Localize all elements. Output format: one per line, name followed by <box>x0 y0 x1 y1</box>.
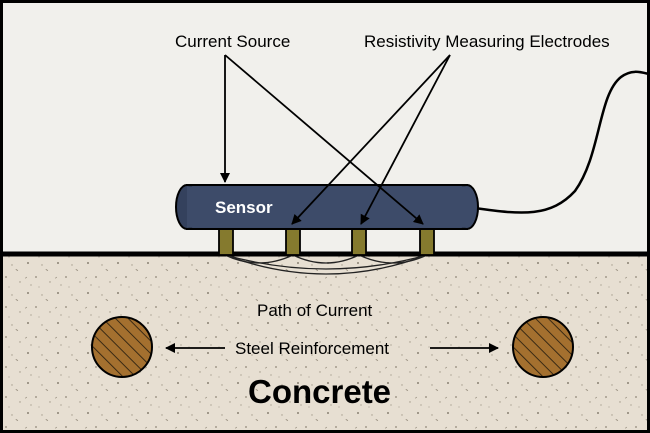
arrow-electrode-left <box>291 54 451 225</box>
path-of-current-label: Path of Current <box>257 301 373 320</box>
electrode-4 <box>419 226 435 256</box>
electrode-1 <box>218 226 234 256</box>
electrode-3 <box>351 226 367 256</box>
sensor-body <box>175 184 479 230</box>
concrete-label: Concrete <box>248 373 391 410</box>
rebar-right-icon <box>512 316 574 378</box>
steel-reinforcement-label: Steel Reinforcement <box>235 339 389 358</box>
current-path-lines <box>224 254 428 275</box>
arrow-electrode-right <box>360 54 451 225</box>
resistivity-electrodes-label: Resistivity Measuring Electrodes <box>364 32 610 51</box>
arrow-current-source-right <box>224 54 424 225</box>
rebar-left-icon <box>91 316 153 378</box>
electrode-2 <box>285 226 301 256</box>
current-source-label: Current Source <box>175 32 290 51</box>
sensor-label: Sensor <box>215 198 273 217</box>
pointer-arrows <box>220 54 451 225</box>
sensor-diagram: Sensor Current Source Resistivity Measur… <box>3 3 647 430</box>
sensor-cable <box>474 70 647 214</box>
